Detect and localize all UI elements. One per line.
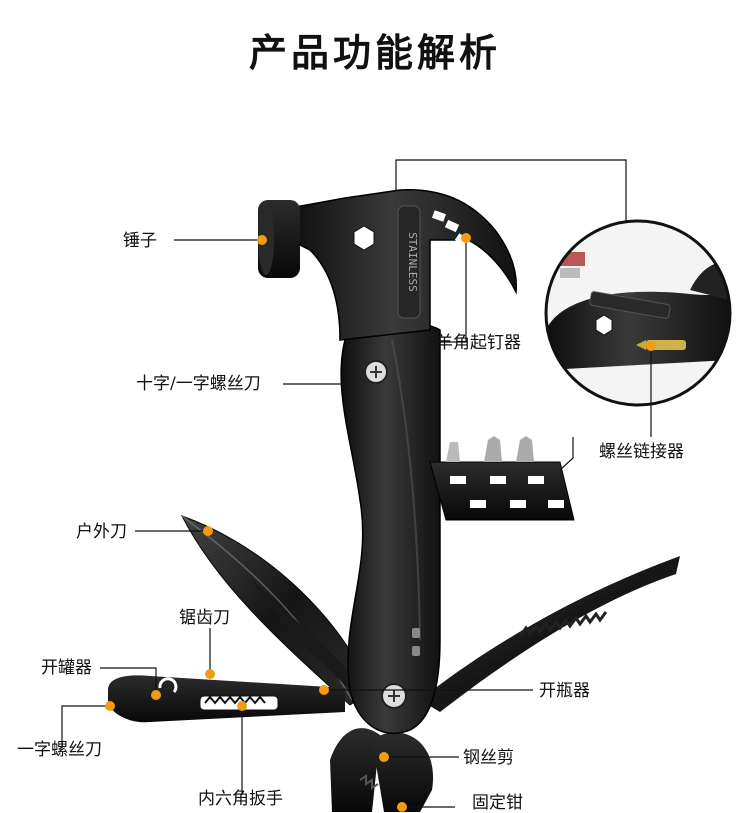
label-wire-cutter: 钢丝剪 <box>463 748 514 768</box>
label-pliers: 固定钳 <box>472 793 523 813</box>
handle-shape <box>340 321 441 735</box>
pliers-shape <box>330 728 434 812</box>
bit-holder-shape <box>429 436 575 521</box>
flat-tool-shape <box>108 675 345 723</box>
label-hammer-head: 锤子 <box>123 231 157 251</box>
label-screwdriver: 十字/一字螺丝刀 <box>136 374 261 394</box>
label-bottle-opener: 开瓶器 <box>539 681 590 701</box>
saw-blade-right-shape <box>420 556 680 712</box>
label-hex-wrench: 内六角扳手 <box>198 789 283 809</box>
stamp-text: STAINLESS <box>406 232 419 292</box>
saw-blade-shape <box>250 578 372 700</box>
callout-dots <box>105 233 656 812</box>
label-can-opener: 开罐器 <box>41 658 92 678</box>
label-saw: 锯齿刀 <box>179 608 230 628</box>
label-flat-screwdriver: 一字螺丝刀 <box>17 740 102 760</box>
page-title: 产品功能解析 <box>248 31 501 75</box>
label-claw: 羊角起钉器 <box>436 333 521 353</box>
zoom-detail-circle <box>544 219 732 407</box>
hammer-head-shape: STAINLESS <box>258 189 518 341</box>
callout-lines <box>61 159 652 808</box>
label-knife: 户外刀 <box>76 522 127 542</box>
label-bit-holder: 螺丝链接器 <box>599 442 684 462</box>
